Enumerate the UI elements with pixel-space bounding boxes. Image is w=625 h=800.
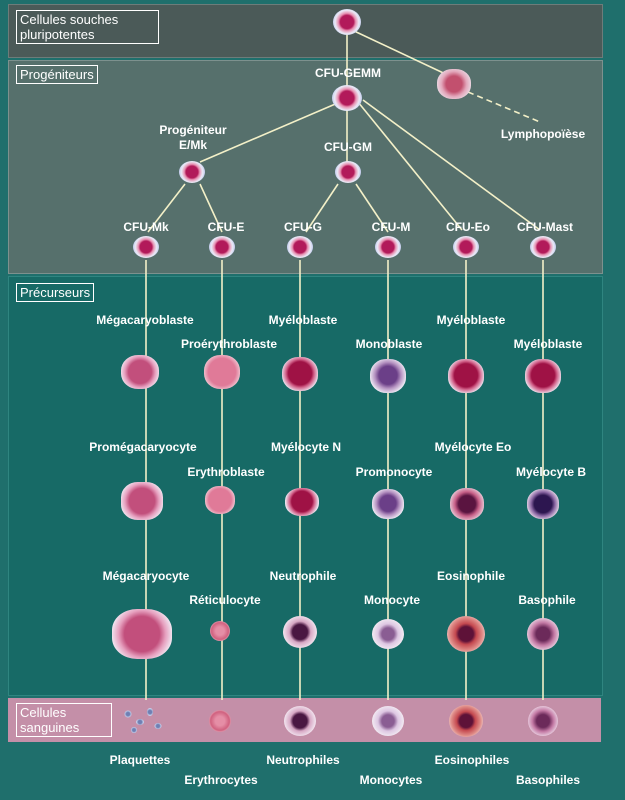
label-proerythroblaste: Proérythroblaste <box>180 337 278 351</box>
erythrocyte-cell <box>209 710 231 732</box>
eosinophil-cell <box>449 705 483 737</box>
basophile-cell <box>527 618 559 650</box>
megacaryoblaste-cell <box>121 355 159 389</box>
basophil-cell <box>528 706 558 736</box>
label-neutrophiles: Neutrophiles <box>266 753 340 767</box>
label-cfu-g: CFU-G <box>284 220 322 234</box>
platelet-icon <box>136 719 144 725</box>
label-myelocyte-eo: Myélocyte Eo <box>434 440 512 454</box>
label-reticulocyte: Réticulocyte <box>189 593 261 607</box>
cfu-m-cell <box>375 236 401 258</box>
label-plaquettes: Plaquettes <box>109 753 171 767</box>
myelocyte-b-cell <box>527 489 559 519</box>
erythroblaste-cell <box>205 486 235 514</box>
label-myeloblaste-g: Myéloblaste <box>268 313 338 327</box>
cfu-e-cell <box>209 236 235 258</box>
label-prog-emk: Progéniteur E/Mk <box>159 123 227 152</box>
label-basophile: Basophile <box>518 593 576 607</box>
cfu-eo-cell <box>453 236 479 258</box>
cfu-gm-cell <box>335 161 361 183</box>
cfu-mk-cell <box>133 236 159 258</box>
label-cfu-mast: CFU-Mast <box>517 220 573 234</box>
cfu-gemm-cell <box>332 85 362 111</box>
label-basophiles: Basophiles <box>515 773 581 787</box>
cfu-g-cell <box>287 236 313 258</box>
label-myelocyte-b: Myélocyte B <box>515 465 587 479</box>
myeloblaste-g-cell <box>282 357 318 391</box>
reticulocyte-cell <box>210 621 230 641</box>
eosinophile-cell <box>447 616 485 652</box>
section-label-souches: Cellules souches pluripotentes <box>16 10 159 44</box>
myeloblaste-eo-cell <box>448 359 484 393</box>
megacaryocyte-cell <box>112 609 172 659</box>
lymphoid-progenitor-cell <box>437 69 471 99</box>
precursor-band <box>8 276 603 696</box>
label-myeloblaste-b: Myéloblaste <box>513 337 583 351</box>
promonocyte-cell <box>372 489 404 519</box>
label-monocyte: Monocyte <box>363 593 421 607</box>
monoblaste-cell <box>370 359 406 393</box>
label-promonocyte: Promonocyte <box>355 465 433 479</box>
monocyte-blood-cell <box>372 706 404 736</box>
label-myelocyte-n: Myélocyte N <box>270 440 342 454</box>
label-monocytes: Monocytes <box>359 773 423 787</box>
stem-cell <box>333 9 361 35</box>
myelocyte-eo-cell <box>450 488 484 520</box>
label-erythrocytes: Erythrocytes <box>184 773 258 787</box>
prog-emk-cell <box>179 161 205 183</box>
platelet-icon <box>154 723 162 729</box>
label-megacaryocyte: Mégacaryocyte <box>102 569 190 583</box>
monocyte-cell <box>372 619 404 649</box>
label-promegacaryocyte: Promégacaryocyte <box>89 440 197 454</box>
label-cfu-m: CFU-M <box>371 220 411 234</box>
label-neutrophile: Neutrophile <box>269 569 337 583</box>
label-eosinophiles: Eosinophiles <box>434 753 510 767</box>
myeloblaste-b-cell <box>525 359 561 393</box>
proerythroblaste-cell <box>204 355 240 389</box>
label-erythroblaste: Erythroblaste <box>187 465 265 479</box>
cfu-mast-cell <box>530 236 556 258</box>
platelet-icon <box>124 710 132 718</box>
label-megacaryoblaste: Mégacaryoblaste <box>96 313 194 327</box>
myelocyte-n-cell <box>285 488 319 516</box>
section-label-sanguines: Cellules sanguines <box>16 703 112 737</box>
section-label-progeniteurs: Progéniteurs <box>16 65 98 84</box>
label-myeloblaste-eo: Myéloblaste <box>436 313 506 327</box>
stem-cell-band <box>8 4 603 58</box>
label-cfu-gemm: CFU-GEMM <box>315 66 381 80</box>
label-cfu-e: CFU-E <box>207 220 245 234</box>
label-monoblaste: Monoblaste <box>355 337 423 351</box>
neutrophil-cell <box>284 706 316 736</box>
label-lymphopoiese: Lymphopoïèse <box>500 127 586 141</box>
label-cfu-gm: CFU-GM <box>324 140 372 154</box>
label-eosinophile: Eosinophile <box>436 569 506 583</box>
label-cfu-mk: CFU-Mk <box>123 220 169 234</box>
label-cfu-eo: CFU-Eo <box>446 220 490 234</box>
promegacaryocyte-cell <box>121 482 163 520</box>
platelet-icon <box>131 727 137 733</box>
neutrophile-cell <box>283 616 317 648</box>
platelet-icon <box>147 708 153 716</box>
section-label-precurseurs: Précurseurs <box>16 283 95 302</box>
